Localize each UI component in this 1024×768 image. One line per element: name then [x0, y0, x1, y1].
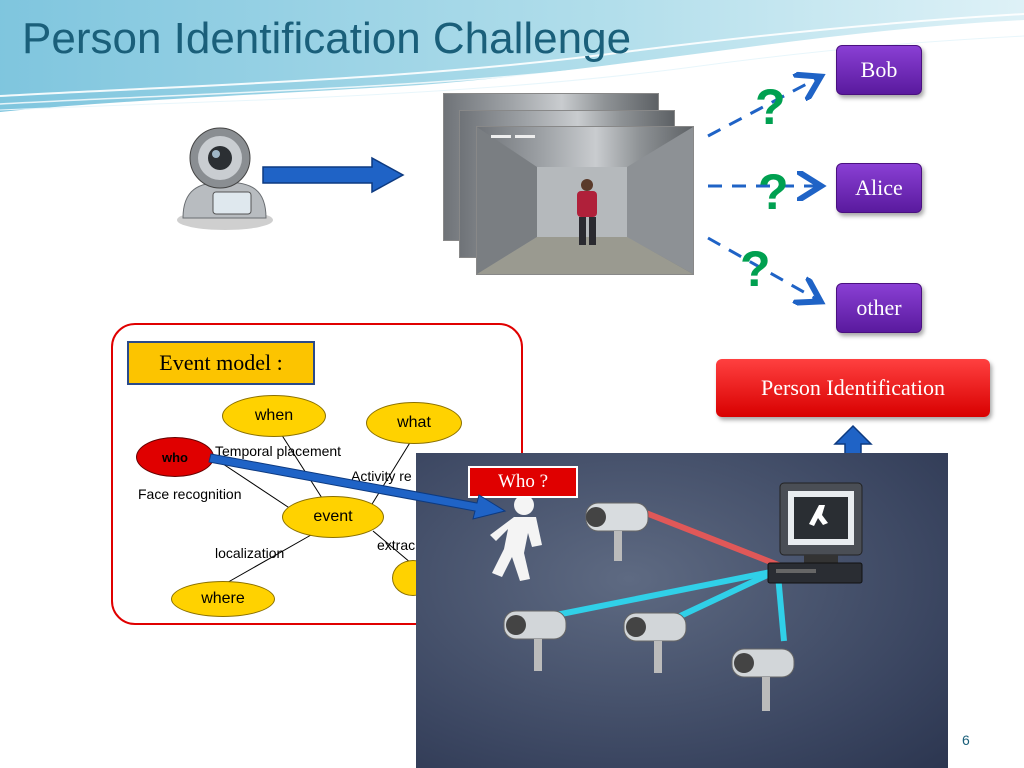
edge-label-face: Face recognition [138, 486, 242, 502]
candidate-other: other [836, 283, 922, 333]
edge-label-extrac: extrac [377, 537, 416, 553]
node-what: what [366, 402, 462, 444]
input-arrow [262, 156, 405, 194]
surveillance-camera-icon [585, 502, 649, 561]
surveillance-camera-icon [503, 610, 567, 671]
question-mark-other: ? [740, 241, 771, 297]
slide-title: Person Identification Challenge [22, 14, 632, 63]
edge-label-temporal: Temporal placement [215, 443, 342, 459]
corridor-scene [477, 127, 693, 274]
candidate-bob: Bob [836, 45, 922, 95]
node-when: when [222, 395, 326, 437]
node-event: event [282, 496, 384, 538]
page-number: 6 [962, 732, 970, 748]
node-where: where [171, 581, 275, 617]
surveillance-camera-icon [731, 648, 795, 711]
event-model-label: Event model : [127, 341, 315, 385]
video-frame-front [476, 126, 694, 275]
dvr-icon [767, 562, 863, 584]
candidate-alice: Alice [836, 163, 922, 213]
up-arrow [833, 424, 873, 456]
candidate-arrows [707, 60, 840, 330]
question-mark-bob: ? [755, 79, 786, 135]
node-who: who [136, 437, 214, 477]
question-mark-alice: ? [758, 164, 789, 220]
monitor-icon [779, 482, 863, 563]
walking-person-icon [490, 495, 542, 581]
who-arrow [208, 453, 507, 520]
webcam-icon [177, 127, 273, 230]
surveillance-scene [490, 482, 863, 711]
edge-label-localization: localization [215, 545, 285, 561]
surveillance-camera-icon [623, 612, 687, 673]
edge-label-activity: Activity re [351, 468, 412, 484]
who-tag: Who ? [468, 466, 578, 498]
surveillance-network-image [416, 453, 948, 768]
person-identification-box: Person Identification [716, 359, 990, 417]
